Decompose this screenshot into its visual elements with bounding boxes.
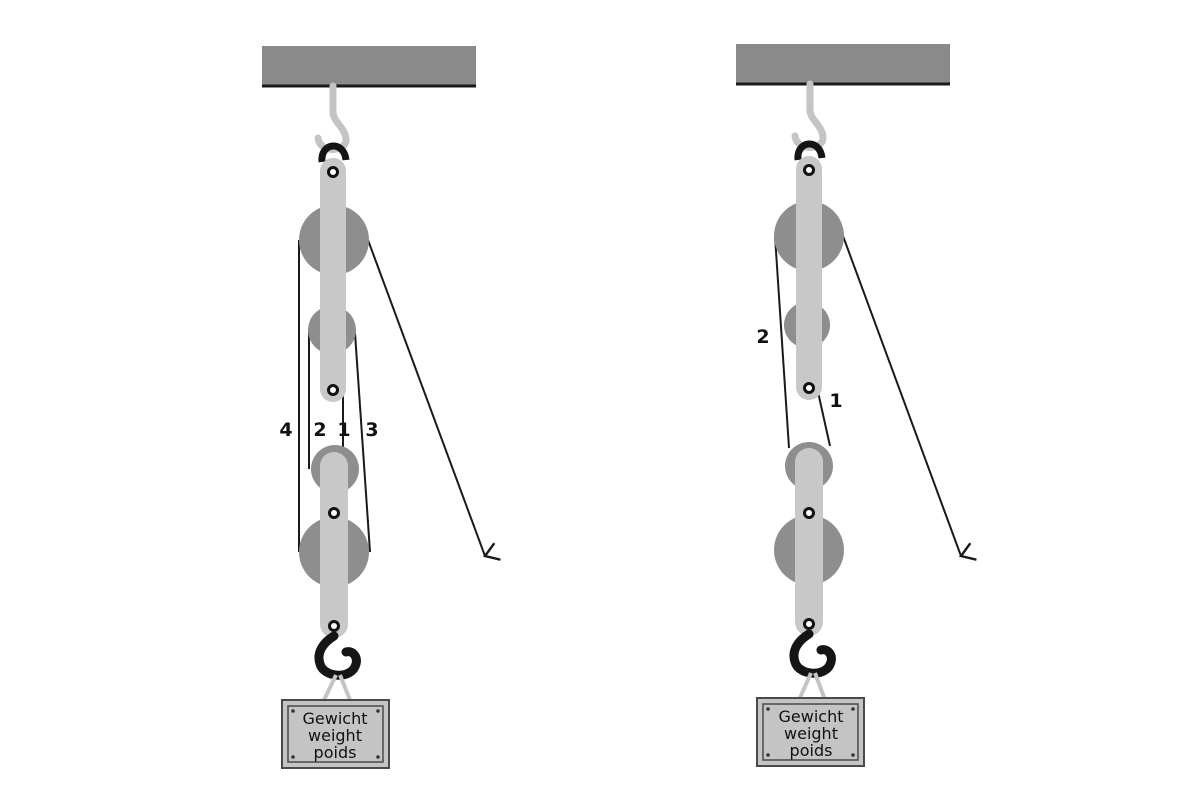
right-mid-bolt: [803, 382, 815, 394]
left-weight-label-line-3: poids: [314, 743, 357, 762]
right-rope-label-2: 2: [756, 326, 769, 348]
left-mid-bolt: [327, 384, 339, 396]
right-pulley-system: Gewicht weight poids 2 1: [736, 44, 977, 767]
right-weight-label-line-3: poids: [790, 741, 833, 760]
right-weight-plate: [762, 703, 859, 761]
left-top-bar: [320, 158, 346, 402]
right-pull-rope: [842, 235, 977, 561]
right-ceiling-hook: [791, 80, 827, 151]
left-ceiling-beam: [262, 46, 476, 86]
left-rope-label-3: 3: [365, 419, 378, 441]
right-rope-segment-1: [817, 391, 831, 447]
right-rope-label-1: 1: [829, 390, 842, 412]
left-top-bolt: [327, 166, 339, 178]
left-top-strap: [318, 142, 350, 163]
left-pulley-system: Gewicht weight poids 4 2 1 3: [262, 46, 501, 769]
left-rope-label-4: 4: [279, 419, 292, 441]
left-weight-rivet-1: [291, 709, 295, 713]
right-weight-slings: [797, 672, 827, 701]
right-weight-label-line-1: Gewicht: [779, 707, 844, 726]
left-load-hook: [314, 631, 361, 680]
right-ropes: [774, 235, 977, 561]
right-ceiling-beam: [736, 44, 950, 84]
right-weight-rivet-4: [851, 753, 855, 757]
right-weight-label-line-2: weight: [784, 724, 838, 743]
left-ropes: [298, 239, 501, 561]
left-rope-label-1: 1: [337, 419, 350, 441]
right-bottom-bolt-2: [803, 618, 815, 630]
left-weight-plate: [287, 705, 384, 763]
left-weight-rivet-4: [376, 755, 380, 759]
left-weight-slings: [322, 674, 352, 701]
left-pull-rope: [367, 239, 501, 561]
left-weight-label-line-1: Gewicht: [303, 709, 368, 728]
right-rope-segment-2: [774, 235, 790, 449]
left-rope-segment-3: [354, 332, 371, 553]
right-bottom-bolt-1: [803, 507, 815, 519]
left-bottom-bolt-1: [328, 507, 340, 519]
left-weight-rivet-2: [376, 709, 380, 713]
right-load-hook: [789, 629, 836, 678]
left-rope-label-2: 2: [313, 419, 326, 441]
left-bottom-bolt-2: [328, 620, 340, 632]
right-weight-rivet-1: [766, 707, 770, 711]
right-weight-rivet-3: [766, 753, 770, 757]
right-top-bar: [796, 156, 822, 400]
left-weight-rivet-3: [291, 755, 295, 759]
right-top-bolt: [803, 164, 815, 176]
right-weight-rivet-2: [851, 707, 855, 711]
left-bottom-bar: [320, 452, 348, 638]
left-ceiling-hook: [314, 82, 350, 153]
right-bottom-bar: [795, 448, 823, 636]
right-top-strap: [794, 140, 826, 161]
left-weight-label-line-2: weight: [308, 726, 362, 745]
